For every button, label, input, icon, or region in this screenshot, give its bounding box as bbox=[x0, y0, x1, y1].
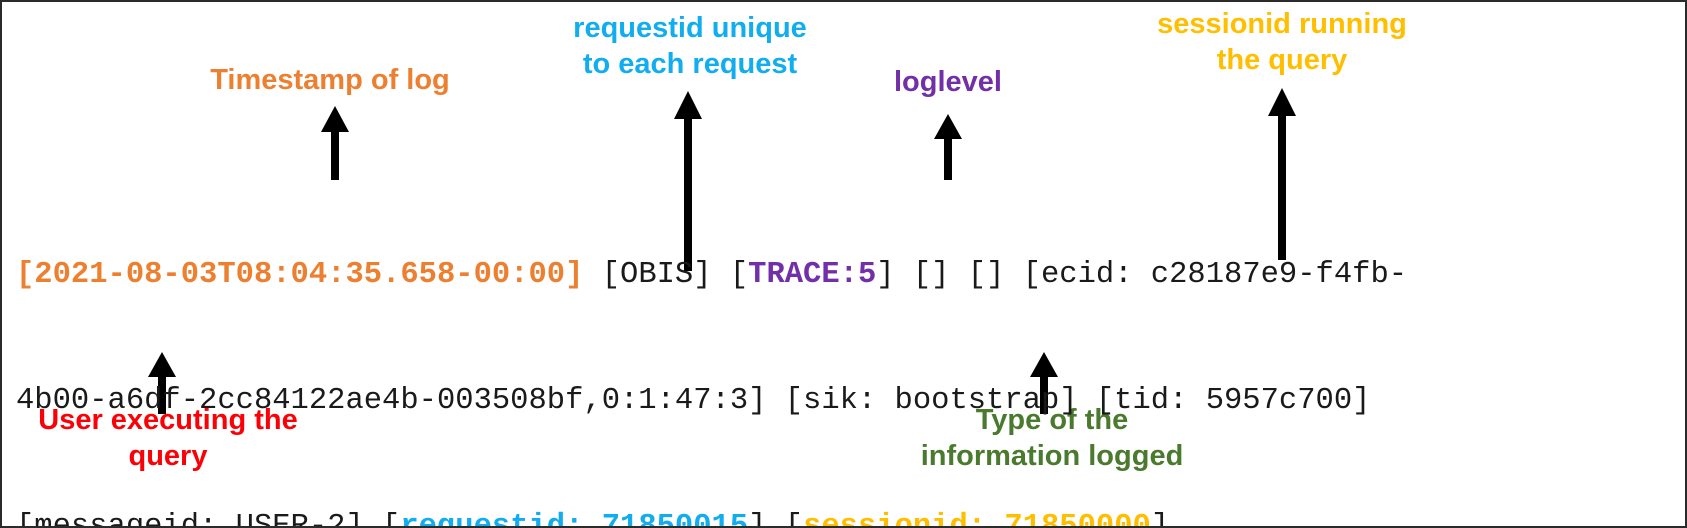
log-token-plain: [OBIS] [ bbox=[583, 258, 749, 292]
annotation-arrow-loglevel bbox=[931, 114, 965, 180]
annotation-arrow-requestid bbox=[671, 91, 705, 271]
annotation-label-requestid: requestid unique to each request bbox=[573, 12, 807, 80]
annotation-arrow-sessionid bbox=[1265, 88, 1299, 260]
log-line: [2021-08-03T08:04:35.658-00:00] [OBIS] [… bbox=[16, 254, 1676, 296]
annotation-label-username: User executing the query bbox=[38, 404, 298, 472]
log-token-reqid: requestid: 71850015 bbox=[400, 510, 749, 528]
log-token-level: TRACE:5 bbox=[748, 258, 877, 292]
log-line: [messageid: USER-2] [requestid: 71850015… bbox=[16, 506, 1676, 528]
log-text-block: [2021-08-03T08:04:35.658-00:00] [OBIS] [… bbox=[16, 170, 1676, 528]
log-token-plain: ] bbox=[1150, 510, 1170, 528]
log-token-ts: [2021-08-03T08:04:35.658-00:00] bbox=[16, 258, 584, 292]
log-token-sessid: sessionid: 71850000 bbox=[803, 510, 1151, 528]
annotation-label-timestamp: Timestamp of log bbox=[210, 64, 450, 96]
log-token-plain: [messageid: USER-2] [ bbox=[16, 510, 401, 528]
annotation-arrow-messagetype bbox=[1027, 352, 1061, 414]
annotation-label-loglevel: loglevel bbox=[894, 66, 1002, 98]
annotation-arrow-timestamp bbox=[318, 106, 352, 180]
log-token-plain: ] [] [] [ecid: c28187e9-f4fb- bbox=[876, 258, 1408, 292]
annotation-label-sessionid: sessionid running the query bbox=[1157, 8, 1407, 76]
log-line: 4b00-a6df-2cc84122ae4b-003508bf,0:1:47:3… bbox=[16, 380, 1676, 422]
log-token-plain: 4b00-a6df-2cc84122ae4b-003508bf,0:1:47:3… bbox=[16, 384, 1371, 418]
annotation-label-messagetype: Type of the information logged bbox=[920, 404, 1184, 472]
annotation-arrow-username bbox=[145, 352, 179, 414]
log-token-plain: ] [ bbox=[748, 510, 804, 528]
